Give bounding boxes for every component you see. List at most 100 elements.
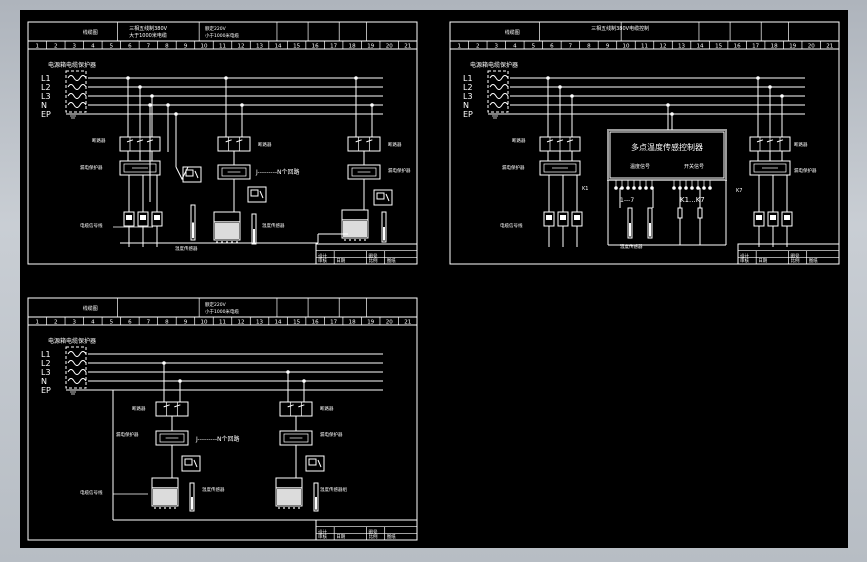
load-pin — [364, 239, 366, 241]
bus-label-l1: L1 — [41, 74, 51, 83]
breaker-contact — [225, 139, 232, 143]
junction-dot — [638, 186, 642, 190]
load-pin — [226, 241, 228, 243]
controller-outer — [607, 129, 727, 181]
column-number: 21 — [826, 44, 833, 50]
junction-dot — [558, 85, 562, 89]
load-pin — [236, 241, 238, 243]
bus-label-n: N — [463, 101, 469, 110]
load-pin — [344, 239, 346, 241]
breaker-contact — [126, 139, 134, 143]
column-number: 16 — [734, 44, 741, 50]
n-loop-label: J---------N个回路 — [255, 168, 300, 176]
junction-dot — [684, 186, 688, 190]
bus-label-n: N — [41, 101, 47, 110]
load-pin — [288, 507, 290, 509]
junction-dot — [570, 94, 574, 98]
column-number: 10 — [200, 44, 207, 50]
temperature-probe-symbol — [627, 207, 633, 239]
bus-label-ep: EP — [41, 110, 51, 119]
leakage-protector-symbol — [119, 160, 161, 176]
load-heater-symbol — [213, 211, 241, 243]
fuse-element — [770, 215, 776, 220]
protector-inner — [351, 167, 377, 177]
relay-coil — [376, 192, 385, 200]
relay-contact — [193, 459, 198, 468]
breaker-label: 断路器 — [512, 137, 526, 144]
column-number: 15 — [293, 320, 300, 326]
isolator-contact — [67, 75, 87, 81]
breaker-label: 断路器 — [388, 141, 402, 148]
relay-body — [181, 455, 201, 472]
junction-dot — [696, 186, 700, 190]
title-block-field: 日期 — [336, 258, 345, 264]
breaker-contact — [355, 139, 362, 143]
column-number: 12 — [238, 44, 245, 50]
k7-label: K7 — [736, 188, 742, 194]
relay-body — [247, 186, 267, 203]
relay-symbol — [373, 189, 393, 206]
relay-symbol — [182, 166, 202, 183]
sheet-border — [27, 297, 418, 541]
load-pin — [283, 507, 285, 509]
column-number: 14 — [697, 44, 704, 50]
column-number: 20 — [386, 320, 393, 326]
multipoint-controller: 多点温度传感控制器温度信号开关信号 — [607, 129, 727, 181]
controller-inner — [609, 131, 725, 179]
load-pin — [349, 239, 351, 241]
column-number: 9 — [606, 44, 610, 50]
load-pin — [154, 507, 156, 509]
isolator-contact — [67, 351, 87, 357]
breaker-contact — [566, 139, 574, 143]
junction-dot — [302, 379, 306, 383]
fuse-symbol — [767, 211, 779, 227]
fuse-element — [546, 215, 552, 220]
breaker-symbol — [119, 136, 161, 152]
header-right-label: 小于1000米电缆 — [205, 308, 239, 315]
load-pin — [221, 241, 223, 243]
column-number: 4 — [513, 44, 517, 50]
sensor-label-2: 温度传感器组 — [320, 486, 347, 493]
protector-inner — [753, 163, 787, 173]
sensor-wire — [175, 166, 189, 181]
fuse-element — [784, 215, 790, 220]
circuit-title: 电源箱电缆保护器 — [48, 61, 96, 69]
column-number: 6 — [128, 44, 132, 50]
signal-label: 电缆信号线 — [80, 222, 103, 229]
load-pin — [298, 507, 300, 509]
k1-label: K1 — [582, 186, 588, 192]
circuit-title: 电源箱电缆保护器 — [48, 337, 96, 345]
fuse-element — [126, 215, 132, 220]
junction-dot — [138, 85, 142, 89]
junction-dot — [620, 186, 624, 190]
circuit-title: 电源箱电缆保护器 — [470, 61, 518, 69]
junction-dot — [148, 103, 152, 107]
bus-label-ep: EP — [463, 110, 473, 119]
junction-dot — [690, 186, 694, 190]
load-fill — [275, 487, 303, 507]
load-pin — [354, 239, 356, 241]
fuse-symbol — [543, 211, 555, 227]
bus-label-l1: L1 — [463, 74, 473, 83]
relay-symbol — [181, 455, 201, 472]
breaker-body — [347, 136, 381, 152]
breaker-label: 断路器 — [794, 141, 808, 148]
relay-body — [182, 166, 202, 183]
breaker-body — [155, 401, 189, 417]
leakage-protector-symbol — [749, 160, 791, 176]
fuse-symbol — [781, 211, 793, 227]
title-block-field: 比例 — [791, 257, 800, 264]
relay-coil — [250, 189, 259, 197]
leakage-protector-symbol — [217, 164, 251, 180]
title-block-field: 设计 — [740, 253, 749, 260]
switch-element — [677, 207, 683, 219]
probe-tip — [192, 222, 194, 239]
three-phase-feeder — [539, 76, 583, 247]
breaker-contact — [366, 139, 373, 143]
fuse-symbol — [557, 211, 569, 227]
load-pin — [164, 507, 166, 509]
breaker-contact — [163, 404, 170, 408]
header-right-label: 小于1000米电缆 — [205, 32, 239, 39]
